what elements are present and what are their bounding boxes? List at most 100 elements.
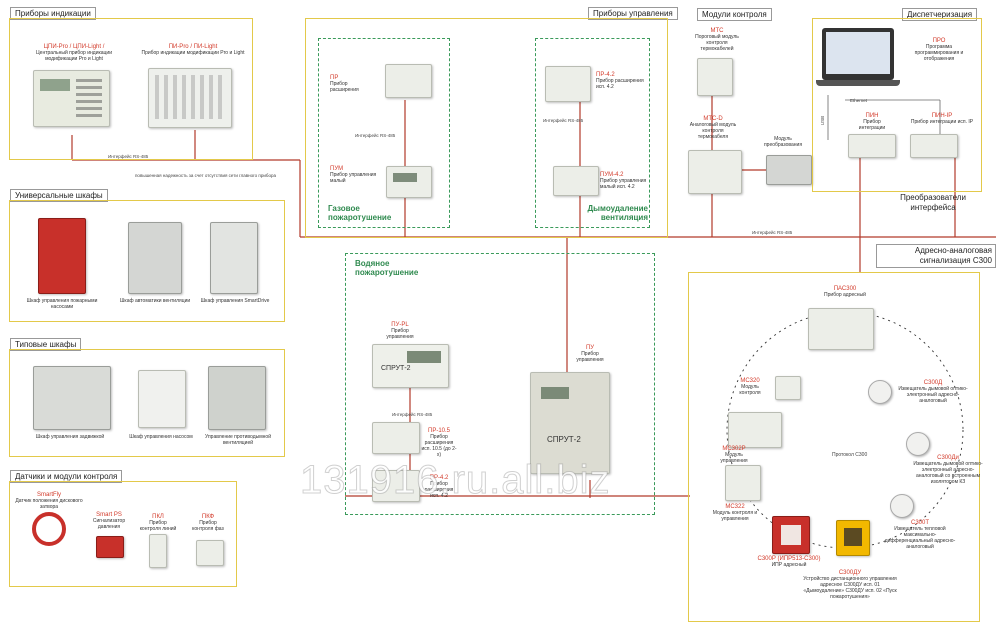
- software-window: [826, 32, 890, 74]
- mtsd-device: [688, 150, 742, 194]
- pr42-device: [545, 66, 591, 102]
- pr105-desc: Прибор расширения исп. 10.5 (до 2-х): [421, 434, 457, 458]
- s300t-desc: Извещатель тепловой максимально-дифферен…: [884, 526, 956, 550]
- s300du-button: [844, 528, 862, 546]
- s300r-label: С300Р (ИПР513-С300)ИПР адресный: [752, 556, 826, 568]
- rs485-b-label: Интерфейс RS-485: [543, 118, 584, 123]
- section-indication: [9, 18, 253, 160]
- c300-loop: [726, 311, 964, 549]
- pum-device: [386, 166, 432, 198]
- group-water: [345, 253, 655, 515]
- pr42b-desc: Прибор расширения исп. 4.2: [424, 481, 454, 499]
- pkf-device: [196, 540, 224, 566]
- pi-indicators: [155, 75, 225, 119]
- s300r-glass: [781, 525, 801, 545]
- cabinet-automation: [128, 222, 182, 294]
- pkf-desc: Прибор контроля фаз: [192, 520, 224, 532]
- section-title-addressable: Адресно-аналоговая сигнализация С300: [876, 244, 996, 268]
- rs485-right-label: Интерфейс RS-485: [752, 230, 793, 235]
- pin-desc: Прибор интеграции: [858, 119, 886, 131]
- s300t-detector: [890, 494, 914, 518]
- ms322-desc: Модуль контроля и управления: [712, 510, 758, 522]
- cabinet-pumps: [138, 370, 186, 428]
- pkl-desc: Прибор контроля линий: [139, 520, 177, 532]
- pr42-name: ПР-4.2: [596, 72, 615, 78]
- pinip-device: [910, 134, 958, 158]
- pupl-name: ПУ-PL: [391, 322, 409, 328]
- laptop-base: [816, 80, 900, 86]
- cpi-screen: [40, 79, 70, 91]
- pu-name: ПУ: [585, 345, 595, 351]
- smartps-desc: Сигнализатор давления: [92, 518, 126, 530]
- cpi-device: [33, 70, 110, 127]
- cpi-label: ЦПИ-Pro / ЦПИ-Light /Центральный прибор …: [24, 44, 124, 62]
- section-title-typical: Типовые шкафы: [10, 338, 82, 351]
- mp-device: [766, 155, 812, 185]
- pupl-desc: Прибор управления: [386, 328, 414, 340]
- pi-desc: Прибор индикации модификации Pro и Light: [141, 50, 245, 56]
- smartfly-desc: Датчик положения дискового затвора: [15, 498, 83, 510]
- mts-name: МТС: [710, 28, 724, 34]
- pu-brand: СПРУТ-2: [547, 435, 581, 444]
- cabinet-automation-label: Шкаф автоматики вентиляции: [119, 298, 191, 304]
- section-dispatch: [812, 18, 982, 192]
- cpi-name: ЦПИ-Pro / ЦПИ-Light /: [43, 44, 105, 50]
- protocol-label: Протокол С300: [832, 452, 868, 458]
- cabinet-pump-label: Шкаф управления пожарными насосами: [26, 298, 98, 310]
- pkl-device: [149, 534, 167, 568]
- ms320-device: [775, 376, 801, 400]
- ms322-device: [725, 465, 761, 501]
- ms302p-desc: Модуль управления: [720, 452, 748, 464]
- pkl-name: ПКЛ: [152, 514, 164, 520]
- converters-title: Преобразователи интерфейса: [900, 193, 966, 212]
- s300t-name: С300Т: [910, 520, 929, 526]
- mtsd-desc: Аналоговый модуль контроля термокабеля: [689, 122, 737, 140]
- pr-name: ПР: [330, 75, 339, 81]
- s300du-desc: Устройство дистанционного управления адр…: [803, 576, 897, 600]
- section-control: [305, 18, 668, 238]
- cabinet-valve-label: Шкаф управления задвижкой: [35, 434, 105, 440]
- group-smoke-title: Дымоудаление вентиляция: [587, 204, 648, 222]
- s300d-detector: [868, 380, 892, 404]
- cpi-desc: Центральный прибор индикации модификации…: [35, 50, 113, 62]
- mts-desc: Пороговый модуль контроля термокабелей: [695, 34, 739, 52]
- pin-device: [848, 134, 896, 158]
- section-title-universal: Универсальные шкафы: [10, 189, 108, 202]
- pum-screen: [393, 173, 417, 182]
- s300d-name: С300Д: [923, 380, 943, 386]
- pu-desc: Прибор управления: [576, 351, 604, 363]
- pkf-name: ПКФ: [201, 514, 215, 520]
- pinip-name: ПИН-IP: [931, 113, 953, 119]
- pr42-desc: Прибор расширения исп. 4.2: [596, 78, 644, 90]
- section-addressable: [688, 272, 980, 622]
- pum-name: ПУМ: [330, 166, 344, 172]
- pr42b-device: [372, 470, 420, 502]
- pum-desc: Прибор управления малый: [330, 172, 377, 184]
- smartps-device: [96, 536, 124, 558]
- pum42-device: [553, 166, 599, 196]
- ms302p-name: МС302Р: [722, 446, 746, 452]
- smartfly-name: SmartFly: [37, 492, 61, 498]
- rs485-a-label: Интерфейс RS-485: [355, 133, 396, 138]
- smartps-name: Smart PS: [96, 512, 122, 518]
- pum42-desc: Прибор управления малый исп. 4.2: [600, 178, 647, 190]
- s300r-desc: ИПР адресный: [771, 562, 807, 568]
- pr42b-name: ПР-4.2: [429, 475, 449, 481]
